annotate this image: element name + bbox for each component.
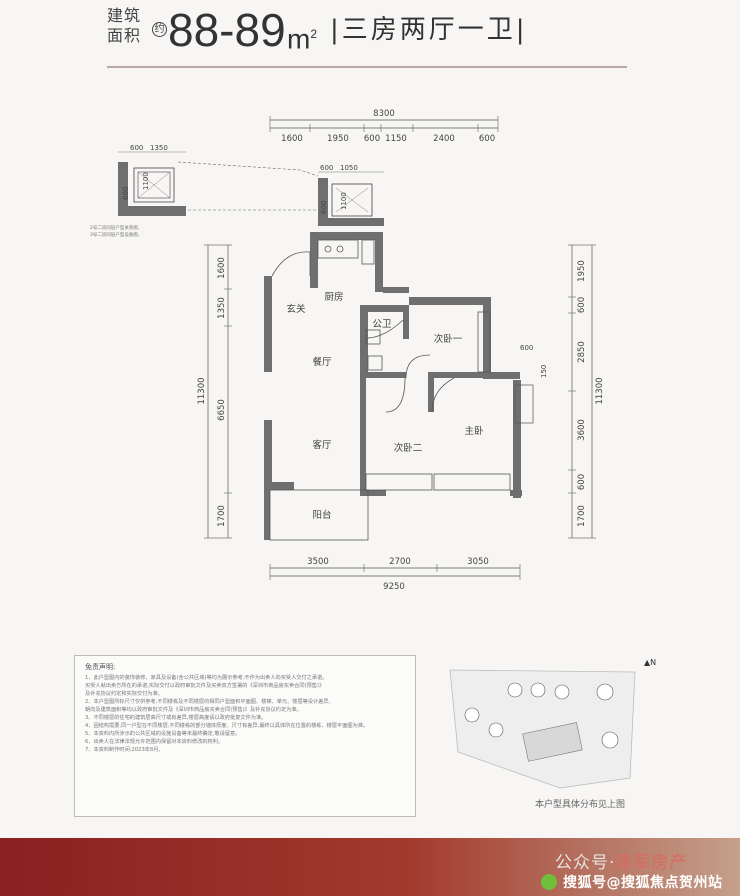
area-value: 88-89 [168, 4, 286, 56]
room-master: 主卧 [464, 425, 484, 437]
dim-left-1: 1600 [217, 257, 227, 279]
disclaimer-item: 1、此户型图内的装饰装修、家具及设备(含公共区域)等均为展示参考,不作为出卖人向… [85, 675, 328, 681]
floor-plan: 8300 1600 1950 600 1150 2400 600 3500 27… [90, 109, 605, 592]
disclaimer-item: 7、本资料制作时间:2023年8月。 [85, 747, 164, 753]
north-label: N [650, 658, 657, 667]
room-public-bath: 公卫 [372, 319, 392, 330]
dim-bottom-total: 9250 [383, 582, 405, 592]
disclaimer-item: 4、因结构需要,同一户型在不同楼层,不同楼栋的部分墙体厚度、尺寸有差异,最终以具… [85, 723, 369, 729]
site-plan-caption: 本户型具体分布见上图 [535, 800, 626, 810]
dim-left-4: 1700 [217, 505, 227, 527]
site-plan [449, 669, 636, 789]
room-kitchen: 厨房 [324, 291, 343, 303]
dim-right-6: 1700 [577, 505, 587, 527]
inset1-dim-3: 1100 [142, 172, 150, 190]
inset2-dim-3: 1100 [340, 192, 348, 210]
dim-left-3: 6650 [217, 399, 227, 421]
area-unit: m2 [287, 18, 317, 55]
header-rule [107, 66, 627, 68]
north-arrow-icon: ▲N [644, 658, 657, 667]
dim-top-4: 1150 [385, 134, 407, 144]
dim-top-5: 2400 [433, 134, 455, 144]
footer-banner [0, 838, 740, 896]
inset2-dim-1: 600 [320, 164, 333, 172]
dim-top-total: 8300 [373, 109, 395, 119]
disclaimer-box: 免责声明: 1、此户型图内的装饰装修、家具及设备(含公共区域)等均为展示参考,不… [74, 655, 416, 817]
disclaimer-item: 3、不同楼层的住宅的建筑层高尺寸或有差异,楼层高度请以政府批复文件为准。 [85, 715, 267, 721]
dim-left-total: 11300 [197, 377, 207, 404]
approx-badge: 约 [152, 22, 167, 37]
dim-top-1: 1600 [281, 134, 303, 144]
window-dim-2: 150 [540, 365, 548, 378]
room-balcony: 阳台 [312, 509, 331, 521]
dim-top-3: 600 [364, 134, 380, 144]
layout-text: |三房两厅一卫| [330, 15, 528, 45]
disclaimer-item: 2、本户型图所标尺寸仅供参考,不同楼栋及不同楼层的相同户型面积平面图、楼梯、单元… [85, 699, 331, 705]
window-dim-1: 600 [520, 344, 533, 352]
watermark-top-bold: 建军房产 [615, 853, 688, 873]
disclaimer-item: 5、本资料内所涉示的公共区域的设施设备等未最终确定,敬请留意。 [85, 731, 241, 737]
inset-diagram-2: 600 1050 1100 600 [318, 164, 384, 226]
sohu-icon [541, 874, 557, 890]
dim-right-4: 3600 [577, 419, 587, 441]
inset1-dim-1: 600 [130, 144, 143, 152]
disclaimer-item: 买受人就出卖方所在的承诺,实际交付以政府审批文件及买卖双方签署的《深圳市商品房买… [85, 683, 325, 689]
room-second-bedroom-2: 次卧二 [394, 442, 423, 454]
dim-right-2: 600 [577, 297, 587, 313]
area-label-line2: 面积 [107, 26, 142, 45]
inset2-dim-2: 1050 [340, 164, 358, 172]
dim-top-6: 600 [479, 134, 495, 144]
window-detail: 600 150 [514, 344, 548, 424]
disclaimer-list: 1、此户型图内的装饰装修、家具及设备(含公共区域)等均为展示参考,不作为出卖人向… [85, 674, 400, 754]
header: 建筑 面积 约 88-89 m2 |三房两厅一卫| [0, 0, 740, 70]
dim-left-2: 1350 [217, 297, 227, 319]
watermark-sohu: 搜狐号@搜狐焦点贺州站 [563, 875, 723, 891]
walls [264, 232, 522, 540]
dim-right-total: 11300 [595, 377, 605, 404]
dim-bottom-2: 2700 [389, 557, 411, 567]
room-second-bedroom-1: 次卧一 [434, 333, 463, 345]
dim-top-2: 1950 [327, 134, 349, 144]
area-label-line1: 建筑 [107, 6, 142, 25]
dim-right-5: 600 [577, 474, 587, 490]
inset-note-1: 2号二房同层户型关系图, [90, 224, 139, 231]
disclaimer-title: 免责声明: [85, 663, 116, 671]
inset1-dim-4: 600 [122, 187, 130, 200]
dim-bottom-1: 3500 [307, 557, 329, 567]
disclaimer-item: 朝向及建筑面积等均以政府审批文件及《深圳市商品房买卖合同(预售)》及补充协议约定… [85, 707, 302, 713]
inset1-dim-2: 1350 [150, 144, 168, 152]
area-unit-sup: 2 [310, 27, 318, 41]
inset2-dim-4: 600 [320, 201, 328, 214]
disclaimer-item: 6、出卖人在法律法规允许范围内保留对本资料修改的权利。 [85, 739, 224, 745]
inset-diagram-1: 600 1350 1100 600 2号二房同层户型关系图, 3号二房同层户型设… [90, 144, 319, 238]
dim-right-1: 1950 [577, 260, 587, 282]
watermark-official-account: 公众号·建军房产 [555, 848, 687, 873]
room-dining: 餐厅 [312, 356, 332, 368]
dim-bottom-3: 3050 [467, 557, 489, 567]
watermark-top-text: 公众号· [555, 853, 616, 873]
dim-right-3: 2850 [577, 341, 587, 363]
room-living: 客厅 [312, 439, 332, 451]
inset-note-2: 3号二房同层户型设备图, [90, 231, 139, 238]
room-entrance: 玄关 [286, 303, 306, 315]
area-unit-base: m [287, 23, 311, 55]
disclaimer-item: 及补充协议约定和实际交付为准。 [85, 691, 163, 697]
